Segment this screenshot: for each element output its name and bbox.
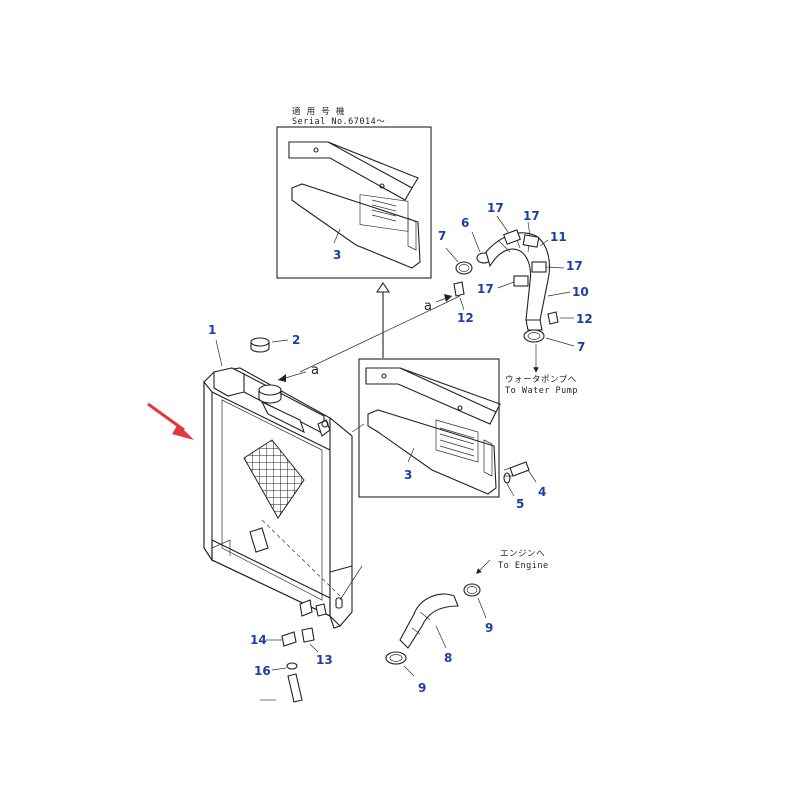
shroud-part-inset	[288, 141, 421, 269]
radiator-body	[203, 367, 353, 629]
callout-9-bottom: 9	[418, 681, 426, 695]
callout-1: 1	[208, 323, 216, 337]
serial-note-jp: 適 用 号 機	[292, 106, 345, 117]
callout-9-right: 9	[485, 621, 493, 635]
red-pointer-arrow-icon	[147, 402, 194, 440]
callout-17-a: 17	[487, 201, 504, 215]
callout-7-bottom: 7	[577, 340, 585, 354]
callout-2: 2	[292, 333, 300, 347]
callout-11: 11	[550, 230, 567, 244]
callout-8: 8	[444, 651, 452, 665]
callout-12-top: 12	[457, 311, 474, 325]
bolt-and-washer: 4 5	[503, 461, 546, 511]
callout-12-right: 12	[576, 312, 593, 326]
ref-a-right-label: a	[424, 299, 432, 314]
lower-hose-assembly: エンジンへ To Engine 9 8 9	[385, 549, 549, 695]
callout-14: 14	[250, 633, 267, 647]
guide-lines	[261, 295, 461, 601]
callout-16: 16	[254, 664, 271, 678]
callout-7-top: 7	[438, 229, 446, 243]
upper-hose-assembly: 7 6 17 17 17 17 11 10 12 12	[438, 201, 593, 396]
radiator-cap: 2	[250, 333, 300, 353]
pump-note-en: To Water Pump	[505, 386, 578, 396]
callout-13: 13	[316, 653, 333, 667]
engine-note-jp: エンジンへ	[500, 549, 545, 559]
serial-note-en: Serial No.67014～	[292, 117, 385, 127]
drain-fittings: 14 13 16	[250, 627, 333, 703]
shroud-detail-box: 3	[358, 358, 501, 498]
callout-17-d: 17	[477, 282, 494, 296]
callout-17-b: 17	[523, 209, 540, 223]
engine-note-en: To Engine	[498, 561, 549, 571]
ref-a-left: a	[277, 363, 319, 382]
callout-5: 5	[516, 497, 524, 511]
callout-17-c: 17	[566, 259, 583, 273]
up-arrow-indicator	[375, 282, 391, 358]
callout-3-main: 3	[404, 468, 412, 482]
callout-6: 6	[461, 216, 469, 230]
ref-a-right: a	[424, 294, 453, 314]
pump-note-jp: ウォータポンプへ	[505, 375, 577, 385]
callout-3-inset: 3	[333, 248, 341, 262]
ref-a-left-label: a	[311, 363, 319, 378]
inset-box-serial: 適 用 号 機 Serial No.67014～ 3	[276, 106, 432, 279]
callout-10: 10	[572, 285, 589, 299]
callout-4: 4	[538, 485, 546, 499]
